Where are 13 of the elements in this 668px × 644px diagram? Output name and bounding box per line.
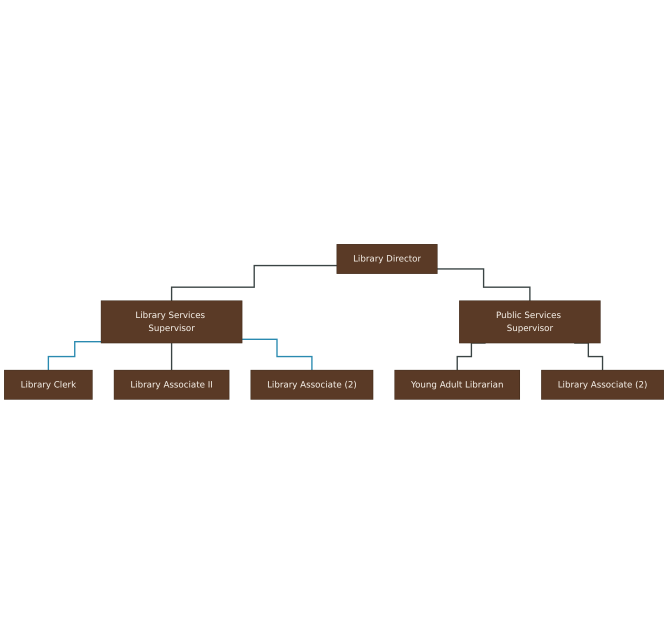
connector — [437, 268, 531, 302]
connector — [48, 341, 102, 371]
connector — [170, 342, 172, 371]
connector — [170, 264, 337, 302]
connector — [242, 338, 313, 371]
node-box: Library Associate (2) — [250, 370, 374, 400]
node-box: Library Director — [336, 244, 438, 274]
node-box: Library Clerk — [4, 370, 93, 400]
node-box: Young Adult Librarian — [394, 370, 520, 400]
node-box: Library Services Supervisor — [100, 300, 242, 344]
node-box: Library Associate (2) — [541, 370, 664, 400]
node-box: Public Services Supervisor — [459, 300, 601, 344]
node-box: Library Associate II — [114, 370, 230, 400]
